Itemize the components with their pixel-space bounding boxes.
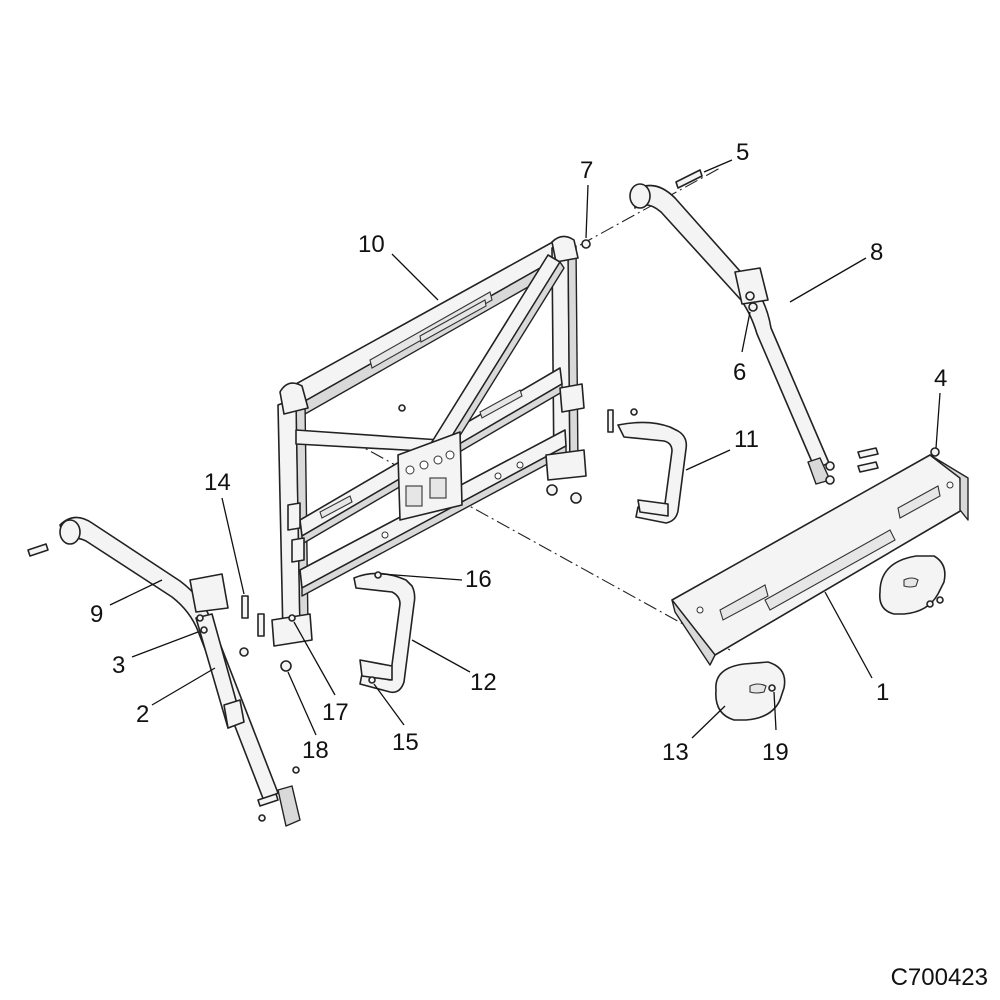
part-13-covers [715, 555, 946, 721]
part-1-rear-panel [671, 454, 969, 666]
callout-7: 7 [580, 157, 593, 184]
callout-3: 3 [112, 652, 125, 679]
callout-1: 1 [876, 679, 889, 706]
callout-15: 15 [392, 729, 419, 756]
callout-12: 12 [470, 669, 497, 696]
callout-9: 9 [90, 601, 103, 628]
fasteners [27, 169, 944, 822]
callout-11: 11 [734, 426, 759, 453]
callout-labels: 1 2 3 4 5 6 7 8 9 10 11 12 13 14 15 16 1… [90, 139, 947, 766]
part-11-handle [617, 421, 688, 524]
part-2-bracket [195, 613, 245, 729]
alignment-lines [349, 167, 731, 651]
callout-19: 19 [762, 739, 789, 766]
callout-4: 4 [934, 365, 947, 392]
diagram-code: C700423 [890, 964, 988, 991]
callout-10: 10 [358, 231, 385, 258]
callout-5: 5 [736, 139, 749, 166]
callout-17: 17 [322, 699, 349, 726]
callout-13: 13 [662, 739, 689, 766]
callout-2: 2 [136, 701, 149, 728]
part-9-left-rollbar [59, 516, 301, 827]
leader-lines [109, 159, 941, 739]
callout-14: 14 [204, 469, 231, 496]
callout-8: 8 [870, 239, 883, 266]
part-10-rear-frame [271, 235, 587, 647]
part-8-right-rollbar [629, 183, 831, 485]
callout-16: 16 [465, 566, 492, 593]
callout-18: 18 [302, 737, 329, 764]
callout-6: 6 [733, 359, 746, 386]
part-12-handle [353, 572, 416, 694]
